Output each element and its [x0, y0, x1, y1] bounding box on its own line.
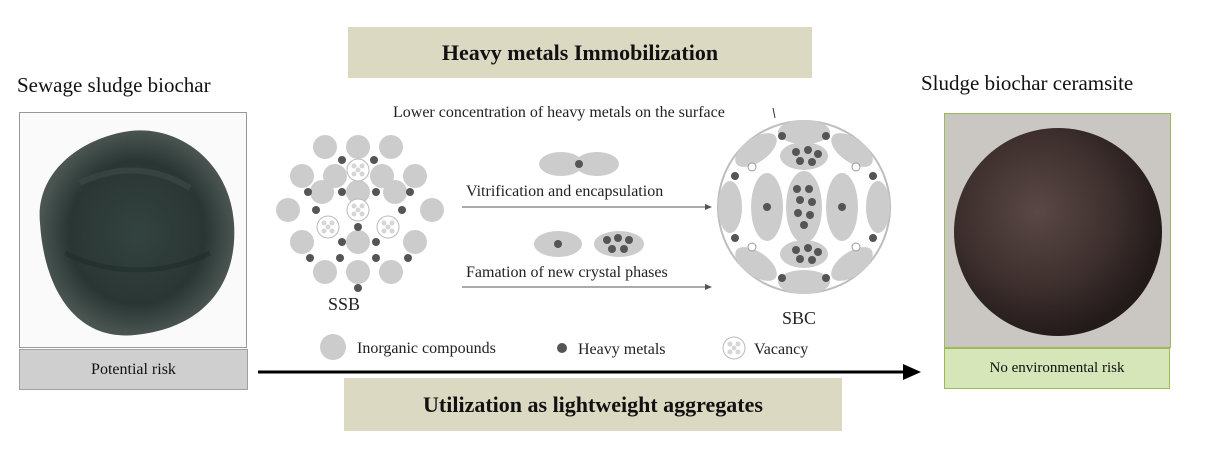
utilization-banner: Utilization as lightweight aggregates: [344, 378, 842, 431]
vacancy-legend-label: Vacancy: [754, 341, 808, 358]
potential-risk-label: Potential risk: [19, 349, 248, 390]
inorganic-legend-label: Inorganic compounds: [357, 340, 496, 357]
heavy-metal-legend-icon: [557, 343, 567, 353]
sludge-biochar-ceramsite-title: Sludge biochar ceramsite: [921, 71, 1134, 95]
heavy-metals-immobilization-banner: Heavy metals Immobilization: [348, 27, 812, 78]
sewage-sludge-biochar-photo: [19, 112, 247, 348]
sbc-label: SBC: [782, 308, 816, 328]
vitrification-label: Vitrification and encapsulation: [466, 183, 663, 200]
surface-note-text: Lower concentration of heavy metals on t…: [393, 104, 725, 121]
surface-note-pointer: [772, 107, 776, 119]
legend: Inorganic compounds Heavy metals Vacancy: [320, 334, 808, 360]
ssb-label: SSB: [328, 294, 360, 314]
immobilization-diagram: Lower concentration of heavy metals on t…: [276, 104, 891, 360]
process-vitrification: [462, 152, 712, 210]
process-crystal-phases: [462, 231, 712, 290]
heavy-metal-legend-label: Heavy metals: [578, 341, 666, 358]
sludge-biochar-ceramsite-photo: [944, 113, 1171, 348]
no-environmental-risk-label: No environmental risk: [944, 348, 1170, 389]
ssb-cluster: [276, 135, 444, 292]
crystal-phases-label: Famation of new crystal phases: [466, 264, 668, 281]
inorganic-legend-icon: [320, 334, 346, 360]
sbc-cluster: [717, 120, 891, 294]
utilization-arrow: [258, 362, 923, 387]
sewage-sludge-biochar-title: Sewage sludge biochar: [17, 73, 211, 97]
